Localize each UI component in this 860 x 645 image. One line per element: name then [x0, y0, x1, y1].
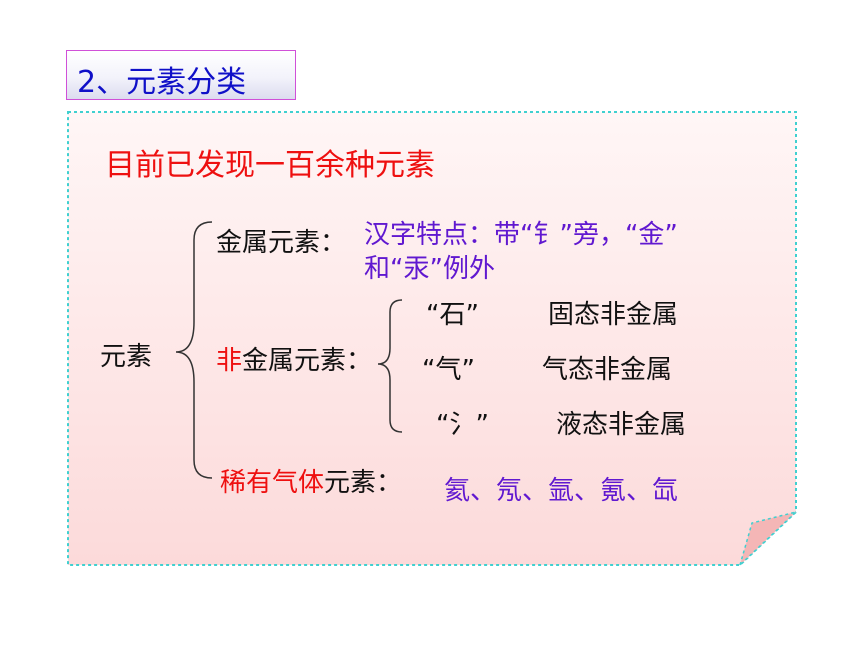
small-brace [377, 299, 403, 433]
section-title-box: 2、元素分类 [66, 50, 296, 100]
note-fold [738, 510, 799, 568]
nonmetal-radical-gas: “气” [422, 355, 475, 385]
root-label: 元素 [100, 342, 153, 372]
nonmetal-desc-gas: 气态非金属 [542, 355, 673, 385]
nonmetal-desc-solid: 固态非金属 [548, 300, 679, 330]
noble-examples: 氦、氖、氩、氪、氙 [444, 476, 679, 506]
metal-note-line2: 和“汞”例外 [364, 254, 495, 284]
section-title: 2、元素分类 [77, 65, 247, 100]
nonmetal-radical-stone: “石” [426, 300, 479, 330]
nonmetal-label-rest: 金属元素： [242, 346, 373, 376]
nonmetal-prefix: 非 [216, 346, 243, 376]
nonmetal-label: 非金属元素： [216, 340, 372, 377]
noble-prefix: 稀有气体 [220, 468, 325, 498]
metal-label: 金属元素： [216, 228, 347, 258]
nonmetal-desc-liquid: 液态非金属 [556, 410, 687, 440]
metal-note-line1: 汉字特点：带“钅”旁，“金” [364, 220, 678, 250]
headline: 目前已发现一百余种元素 [105, 148, 435, 183]
big-brace [175, 221, 213, 479]
noble-label: 稀有气体元素： [220, 462, 402, 499]
nonmetal-radical-water: “氵” [436, 410, 489, 440]
noble-label-rest: 元素： [324, 468, 403, 498]
